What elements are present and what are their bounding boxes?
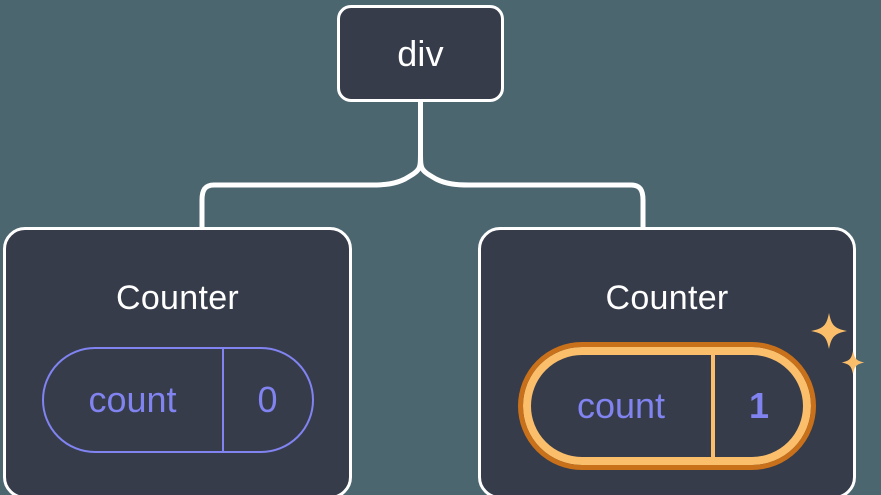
node-div-label: div bbox=[397, 32, 444, 74]
state-pill-wrap-right: count 1 bbox=[518, 313, 865, 470]
node-div[interactable]: div bbox=[337, 5, 504, 102]
node-counter-left[interactable]: Counter count 0 bbox=[3, 227, 352, 495]
node-counter-right-title: Counter bbox=[605, 279, 729, 317]
sparkle-group bbox=[811, 313, 865, 374]
state-key-right: count bbox=[531, 355, 715, 457]
state-value-left: 0 bbox=[257, 379, 278, 420]
connector-to-right-child bbox=[418, 149, 646, 230]
state-pill-left[interactable]: count 0 bbox=[41, 347, 314, 453]
connector-to-left-child bbox=[199, 149, 423, 230]
state-value-right: 1 bbox=[748, 385, 770, 426]
state-pill-right-highlighted[interactable]: count 1 bbox=[518, 342, 816, 470]
state-key-left: count bbox=[44, 349, 224, 451]
state-pill-wrap-left: count 0 bbox=[41, 347, 314, 453]
sparkle-large-icon bbox=[811, 313, 847, 349]
node-counter-right[interactable]: Counter count 1 bbox=[478, 227, 865, 495]
sparkle-small-icon bbox=[841, 351, 865, 374]
node-counter-left-title: Counter bbox=[115, 279, 240, 317]
